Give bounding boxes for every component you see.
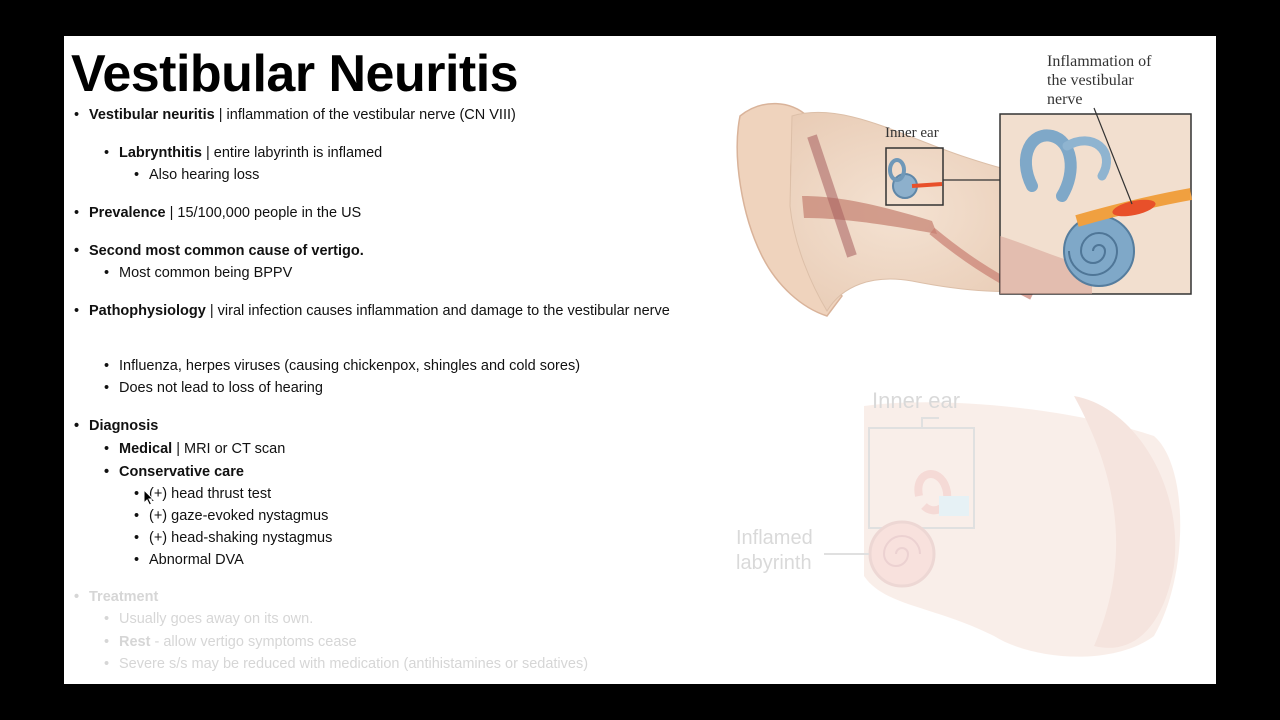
inflammation-label-line2: the vestibular — [1047, 72, 1134, 89]
slide-title: Vestibular Neuritis — [71, 45, 519, 103]
bullet-bppv: Most common being BPPV — [104, 264, 292, 282]
small-nerve — [911, 182, 943, 188]
inflamed-region — [1112, 199, 1156, 217]
bullet-head-thrust: (+) head thrust test — [134, 485, 271, 503]
term: Labrynthitis — [119, 145, 202, 161]
bullet-rest: Rest - allow vertigo symptoms cease — [104, 633, 357, 651]
pinna-shadow — [1074, 396, 1176, 648]
bullet-no-hearing-loss: Does not lead to loss of hearing — [104, 379, 323, 397]
inflamed-label-line2: labyrinth — [736, 552, 812, 574]
ear-tissue — [864, 402, 1181, 657]
definition: | viral infection causes inflammation an… — [205, 303, 670, 319]
bullet-goes-away: Usually goes away on its own. — [104, 610, 313, 628]
bullet-vestibular-neuritis: Vestibular neuritis | inflammation of th… — [74, 106, 516, 124]
term: Medical — [119, 441, 173, 457]
inner-ear-box — [868, 427, 975, 529]
vessel — [807, 134, 857, 258]
definition: | entire labyrinth is inflamed — [201, 145, 383, 161]
definition: | 15/100,000 people in the US — [165, 205, 362, 221]
inflamed-label-line1: Inflamed — [736, 527, 813, 549]
bullet-pathophysiology: Pathophysiology | viral infection causes… — [74, 302, 690, 320]
bullet-abnormal-dva: Abnormal DVA — [134, 551, 244, 569]
bullet-labyrinthitis: Labrynthitis | entire labyrinth is infla… — [104, 144, 383, 162]
term: Vestibular neuritis — [89, 107, 215, 123]
pointer-line — [1093, 107, 1133, 205]
definition: | inflammation of the vestibular nerve (… — [214, 107, 516, 123]
cochlea-spiral — [1068, 232, 1119, 276]
bullet-second-cause: Second most common cause of vertigo. — [74, 242, 364, 260]
ear-anatomy-illustration: Inner ear Inflammation of the vestibular… — [736, 53, 1193, 317]
inner-ear-label: Inner ear — [872, 388, 960, 413]
inflamed-cochlea — [868, 520, 936, 588]
bullet-gaze-evoked: (+) gaze-evoked nystagmus — [134, 507, 328, 525]
inset-tissue — [1000, 236, 1092, 294]
inflammation-label-line1: Inflammation of — [1047, 53, 1152, 70]
definition: - allow vertigo symptoms cease — [150, 634, 357, 650]
small-canal — [888, 158, 906, 182]
semicircular-canal-2 — [1062, 136, 1111, 181]
label-leader — [921, 417, 939, 428]
cochlea-spiral — [882, 535, 921, 567]
bullet-treatment: Treatment — [74, 588, 158, 606]
bullet-conservative-care: Conservative care — [104, 463, 244, 481]
bullet-medication: Severe s/s may be reduced with medicatio… — [104, 655, 588, 673]
bullet-prevalence: Prevalence | 15/100,000 people in the US — [74, 204, 362, 222]
bullet-hearing-loss: Also hearing loss — [134, 166, 259, 184]
bullet-diagnosis: Diagnosis — [74, 417, 158, 435]
vestibule — [939, 496, 969, 516]
inner-ear-label: Inner ear — [885, 125, 939, 141]
slide: Vestibular Neuritis Vestibular neuritis … — [64, 36, 1216, 684]
inflammation-label-line3: nerve — [1047, 91, 1083, 108]
bullet-viruses: Influenza, herpes viruses (causing chick… — [104, 357, 580, 375]
definition: | MRI or CT scan — [172, 441, 286, 457]
term: Rest — [119, 634, 151, 650]
bullet-medical: Medical | MRI or CT scan — [104, 440, 286, 458]
inner-ear-box — [885, 147, 944, 206]
labyrinth-illustration: Inner ear Inflamed labyrinth — [736, 388, 1181, 657]
term: Pathophysiology — [89, 303, 206, 319]
cochlea — [1063, 215, 1135, 287]
term: Prevalence — [89, 205, 166, 221]
inflamed-canal — [914, 470, 952, 515]
bullet-head-shaking: (+) head-shaking nystagmus — [134, 529, 332, 547]
mouse-cursor-icon — [143, 489, 155, 506]
semicircular-canal — [1019, 129, 1077, 202]
